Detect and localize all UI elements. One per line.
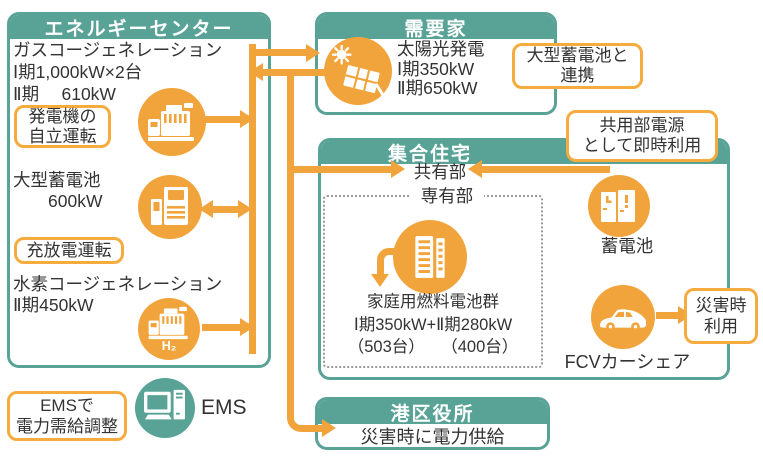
shared-power-label: 共用部電源 として即時利用 bbox=[566, 110, 718, 162]
disaster-use-label: 災害時 利用 bbox=[684, 288, 758, 344]
storage-battery-icon bbox=[601, 190, 635, 222]
arrow-to-common-area-head bbox=[391, 160, 405, 178]
fuel-cells-text: 家庭用燃料電池群 Ⅰ期350kW+Ⅱ期280kW （503台） （400台） bbox=[347, 293, 519, 356]
arrow-storage-to-common-head bbox=[468, 160, 482, 178]
apartment-building-icon bbox=[415, 236, 445, 278]
arrow-battery-bus-head-right bbox=[238, 200, 252, 218]
arrow-to-ward-line bbox=[306, 425, 324, 432]
fcv-car-icon bbox=[599, 309, 647, 331]
charge-discharge-label: 充放電運転 bbox=[14, 237, 124, 264]
ward-body-text: 災害時に電力供給 bbox=[360, 427, 505, 447]
arrow-h2-to-bus-line bbox=[202, 324, 242, 331]
bus-line-distribution bbox=[287, 69, 294, 407]
battery-cabinet-icon bbox=[151, 187, 188, 225]
large-battery-circle bbox=[138, 175, 202, 239]
arrow-battery-bus-head-left bbox=[199, 200, 213, 218]
solar-panel-icon bbox=[331, 45, 384, 96]
fcv-circle bbox=[591, 285, 655, 349]
hydrogen-generator-icon bbox=[148, 306, 188, 340]
arrow-bus-to-demand-head bbox=[306, 44, 320, 62]
housing-title: 集合住宅 bbox=[387, 144, 472, 165]
arrow-demand-to-bus-head bbox=[249, 63, 263, 81]
solar-text: 太陽光発電 Ⅰ期350kW Ⅱ期650kW bbox=[397, 39, 485, 98]
battery-link-label: 大型蓄電池と 連携 bbox=[512, 43, 643, 89]
ems-circle bbox=[135, 378, 195, 438]
arrow-to-fuelcells-elbow bbox=[377, 248, 395, 276]
generator-icon bbox=[148, 103, 194, 141]
hydrogen-generator-circle bbox=[138, 298, 200, 360]
fuel-cell-building-circle bbox=[393, 220, 467, 294]
ward-header: 港区役所 bbox=[318, 400, 547, 425]
arrow-battery-bus-line bbox=[212, 206, 240, 213]
ems-name: EMS bbox=[201, 396, 247, 419]
hydrogen-cogen-text: 水素コージェネレーション Ⅱ期450kW bbox=[13, 274, 223, 315]
arrow-fcv-to-disaster-line bbox=[656, 312, 682, 319]
energy-center-box bbox=[7, 12, 271, 368]
gas-generator-circle bbox=[138, 88, 206, 156]
arrow-generator-to-bus-line bbox=[204, 116, 242, 123]
demand-header: 需要家 bbox=[318, 15, 554, 40]
ems-computer-icon bbox=[144, 389, 185, 420]
arrow-storage-to-common-line bbox=[482, 166, 610, 173]
large-battery-text: 大型蓄電池 600kW bbox=[13, 170, 103, 211]
common-area-text: 共有部 bbox=[413, 162, 467, 182]
private-area-text: 専有部 bbox=[410, 185, 484, 207]
arrow-demand-to-bus-line bbox=[262, 69, 328, 76]
storage-battery-circle bbox=[588, 175, 650, 237]
bus-line-energy-center bbox=[249, 44, 256, 354]
solar-circle bbox=[324, 37, 392, 105]
gen-autonomy-label: 発電機の 自立運転 bbox=[14, 105, 111, 148]
arrow-to-ward-elbow bbox=[287, 403, 311, 432]
arrow-to-fuelcells-head bbox=[371, 274, 389, 287]
arrow-to-ward-head bbox=[322, 419, 336, 437]
ems-adjust-label: EMSで 電力需給調整 bbox=[7, 391, 127, 441]
ward-title: 港区役所 bbox=[390, 403, 475, 425]
energy-center-header: エネルギーセンター bbox=[10, 15, 268, 40]
storage-battery-label: 蓄電池 bbox=[600, 236, 654, 256]
energy-center-title: エネルギーセンター bbox=[44, 18, 234, 40]
arrow-bus-to-demand-line bbox=[252, 49, 306, 56]
fcv-label: FCVカーシェア bbox=[564, 352, 691, 372]
arrow-to-common-area-line bbox=[291, 166, 393, 173]
gas-cogen-text: ガスコージェネレーション Ⅰ期1,000kW×2台 Ⅱ期 610kW bbox=[13, 40, 223, 104]
h2-mark: H₂ bbox=[161, 339, 177, 353]
demand-title: 需要家 bbox=[404, 18, 468, 40]
